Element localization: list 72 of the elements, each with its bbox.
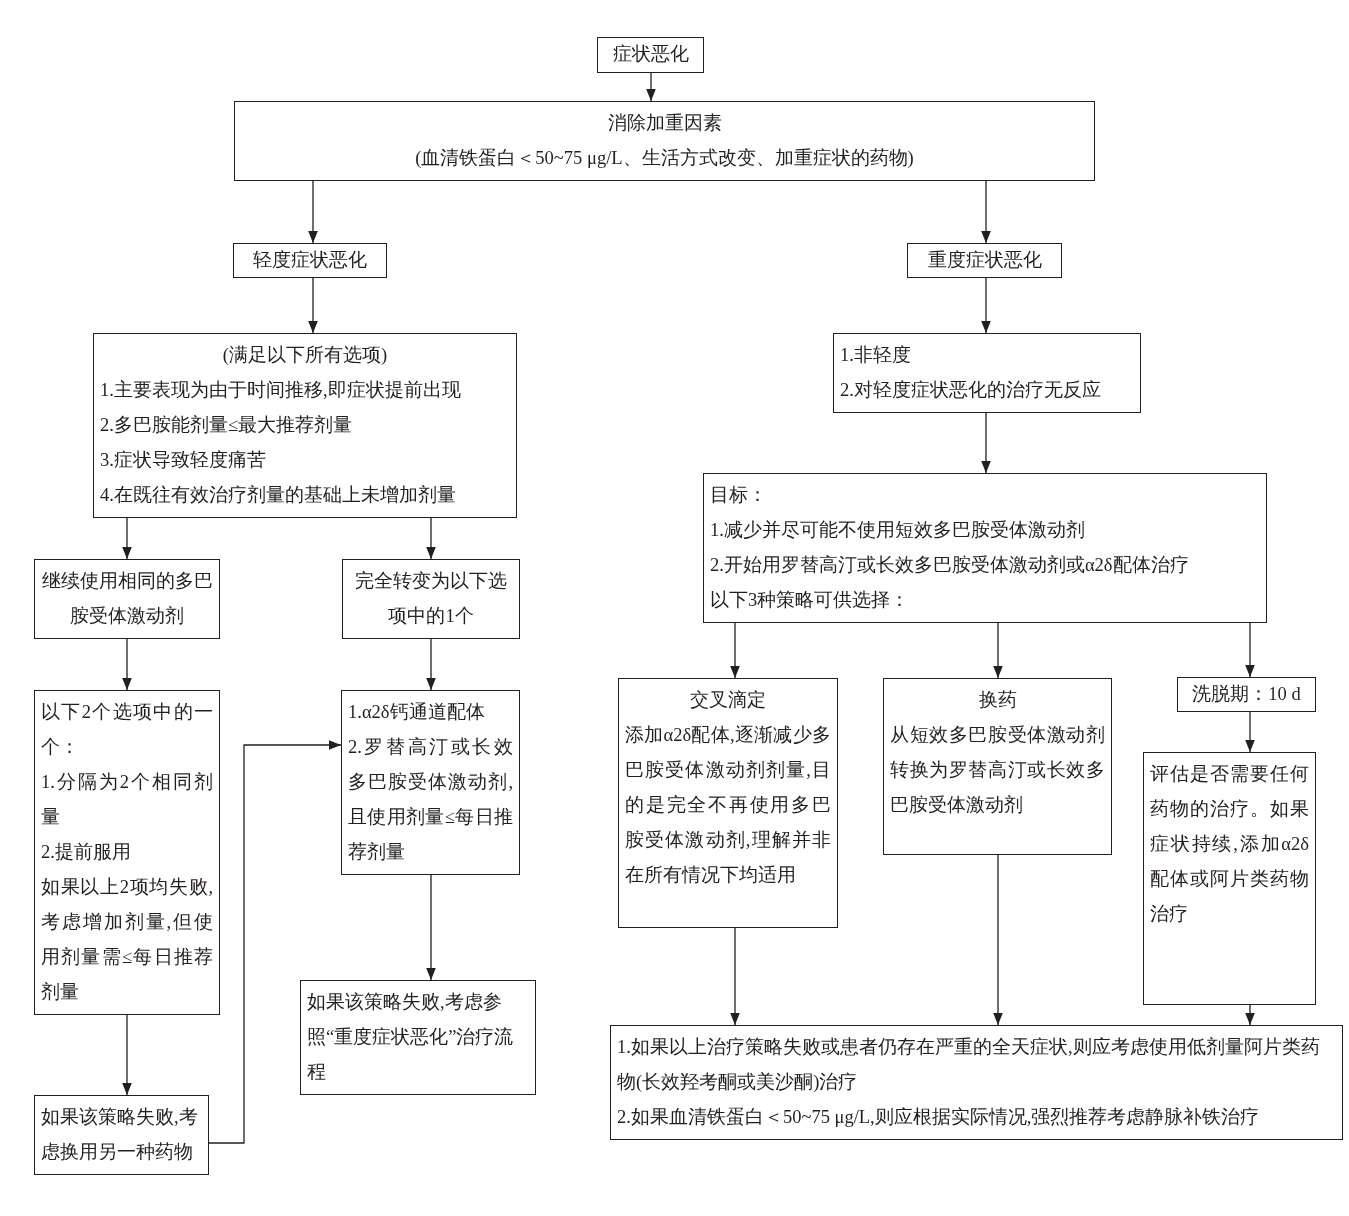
box-text: 以下3种策略可供选择： (710, 589, 911, 612)
box-text: 重度症状恶化 (926, 249, 1043, 272)
box-text: 2.如果血清铁蛋白＜50~75 μg/L,则应根据实际情况,强烈推荐考虑静脉补铁治疗 (617, 1106, 1261, 1129)
box-text: 2.罗替高汀或长效多巴胺受体激动剂,且使用剂量≤每日推荐剂量 (348, 736, 513, 864)
box-text: 1.非轻度 (840, 344, 912, 367)
box-text: 1.主要表现为由于时间推移,即症状提前出现 (100, 379, 462, 402)
box-text: 3.症状导致轻度痛苦 (100, 449, 267, 472)
result-box (610, 1025, 1343, 1140)
box-heading: (满足以下所有选项) (221, 344, 389, 367)
process-box (34, 559, 220, 639)
box-text: 4.在既往有效治疗剂量的基础上未增加剂量 (100, 484, 457, 507)
criteria-box (93, 333, 517, 518)
box-text: 2.开始用罗替高汀或长效多巴胺受体激动剂或α2δ配体治疗 (710, 554, 1190, 577)
criteria-box (833, 333, 1141, 413)
box-text: 症状恶化 (611, 43, 690, 66)
box-text: (血清铁蛋白＜50~75 μg/L、生活方式改变、加重症状的药物) (414, 147, 915, 170)
strategy-box (618, 678, 838, 928)
box-heading: 换药 (977, 689, 1018, 712)
process-box (300, 980, 536, 1095)
box-text: 评估是否需要任何药物的治疗。如果症状持续,添加α2δ配体或阿片类药物治疗 (1150, 763, 1309, 926)
process-box (34, 1095, 209, 1175)
arrow (122, 517, 132, 560)
arrow (993, 622, 1003, 679)
box-text: 以下2个选项中的一个： (41, 701, 213, 759)
box-text: 2.多巴胺能剂量≤最大推荐剂量 (100, 414, 354, 437)
box-text: 洗脱期：10 d (1191, 683, 1302, 706)
arrow (993, 854, 1003, 1026)
arrow (981, 412, 991, 474)
box-text: 从短效多巴胺受体激动剂转换为罗替高汀或长效多巴胺受体激动剂 (890, 724, 1105, 817)
box-text: 1.如果以上治疗策略失败或患者仍存在严重的全天症状,则应考虑使用低剂量阿片类药物(长效羟考酮或美沙酮)治疗 (617, 1036, 1321, 1094)
arrow (122, 1014, 132, 1096)
process-box (1177, 677, 1316, 712)
box-text: 1.减少并尽可能不使用短效多巴胺受体激动剂 (710, 519, 1086, 542)
goal-box (703, 473, 1267, 623)
arrow (646, 72, 656, 102)
arrow (730, 622, 740, 679)
box-text: 如果该策略失败,考虑换用另一种药物 (41, 1106, 199, 1164)
arrow (308, 180, 318, 244)
process-box (342, 559, 520, 639)
arrow (426, 517, 436, 560)
arrow (1245, 1004, 1255, 1026)
option-box (34, 690, 220, 1015)
box-text: 1.α2δ钙通道配体 (348, 701, 486, 724)
process-box (234, 101, 1095, 181)
option-box (341, 690, 520, 875)
strategy-box (883, 678, 1112, 855)
box-heading: 交叉滴定 (689, 689, 767, 712)
arrow (426, 638, 436, 691)
box-text: 消除加重因素 (606, 112, 723, 135)
box-text: 轻度症状恶化 (252, 249, 368, 272)
box-text: 如果该策略失败,考虑参照“重度症状恶化”治疗流程 (307, 991, 515, 1084)
box-text: 添加α2δ配体,逐渐减少多巴胺受体激动剂剂量,目的是完全不再使用多巴胺受体激动剂,理解并非在所有情况下均适用 (625, 724, 831, 887)
arrow (981, 277, 991, 334)
box-text: 2.提前服用 (41, 841, 132, 864)
arrow (1245, 711, 1255, 753)
arrow (730, 927, 740, 1026)
box-text: 目标： (710, 484, 768, 507)
arrow (981, 180, 991, 244)
process-box (907, 243, 1062, 278)
box-text: 继续使用相同的多巴胺受体激动剂 (41, 570, 213, 628)
box-text: 1.分隔为2个相同剂量 (41, 771, 213, 829)
arrow (308, 277, 318, 334)
box-text: 完全转变为以下选项中的1个 (354, 570, 508, 628)
arrow (426, 874, 436, 981)
process-box (233, 243, 387, 278)
box-text: 如果以上2项均失败,考虑增加剂量,但使用剂量需≤每日推荐剂量 (41, 876, 213, 1004)
arrow (122, 638, 132, 691)
process-box (1143, 752, 1316, 1005)
box-text: 2.对轻度症状恶化的治疗无反应 (840, 379, 1102, 402)
arrow (1245, 622, 1255, 678)
arrow (208, 740, 342, 1144)
process-box (597, 37, 704, 73)
